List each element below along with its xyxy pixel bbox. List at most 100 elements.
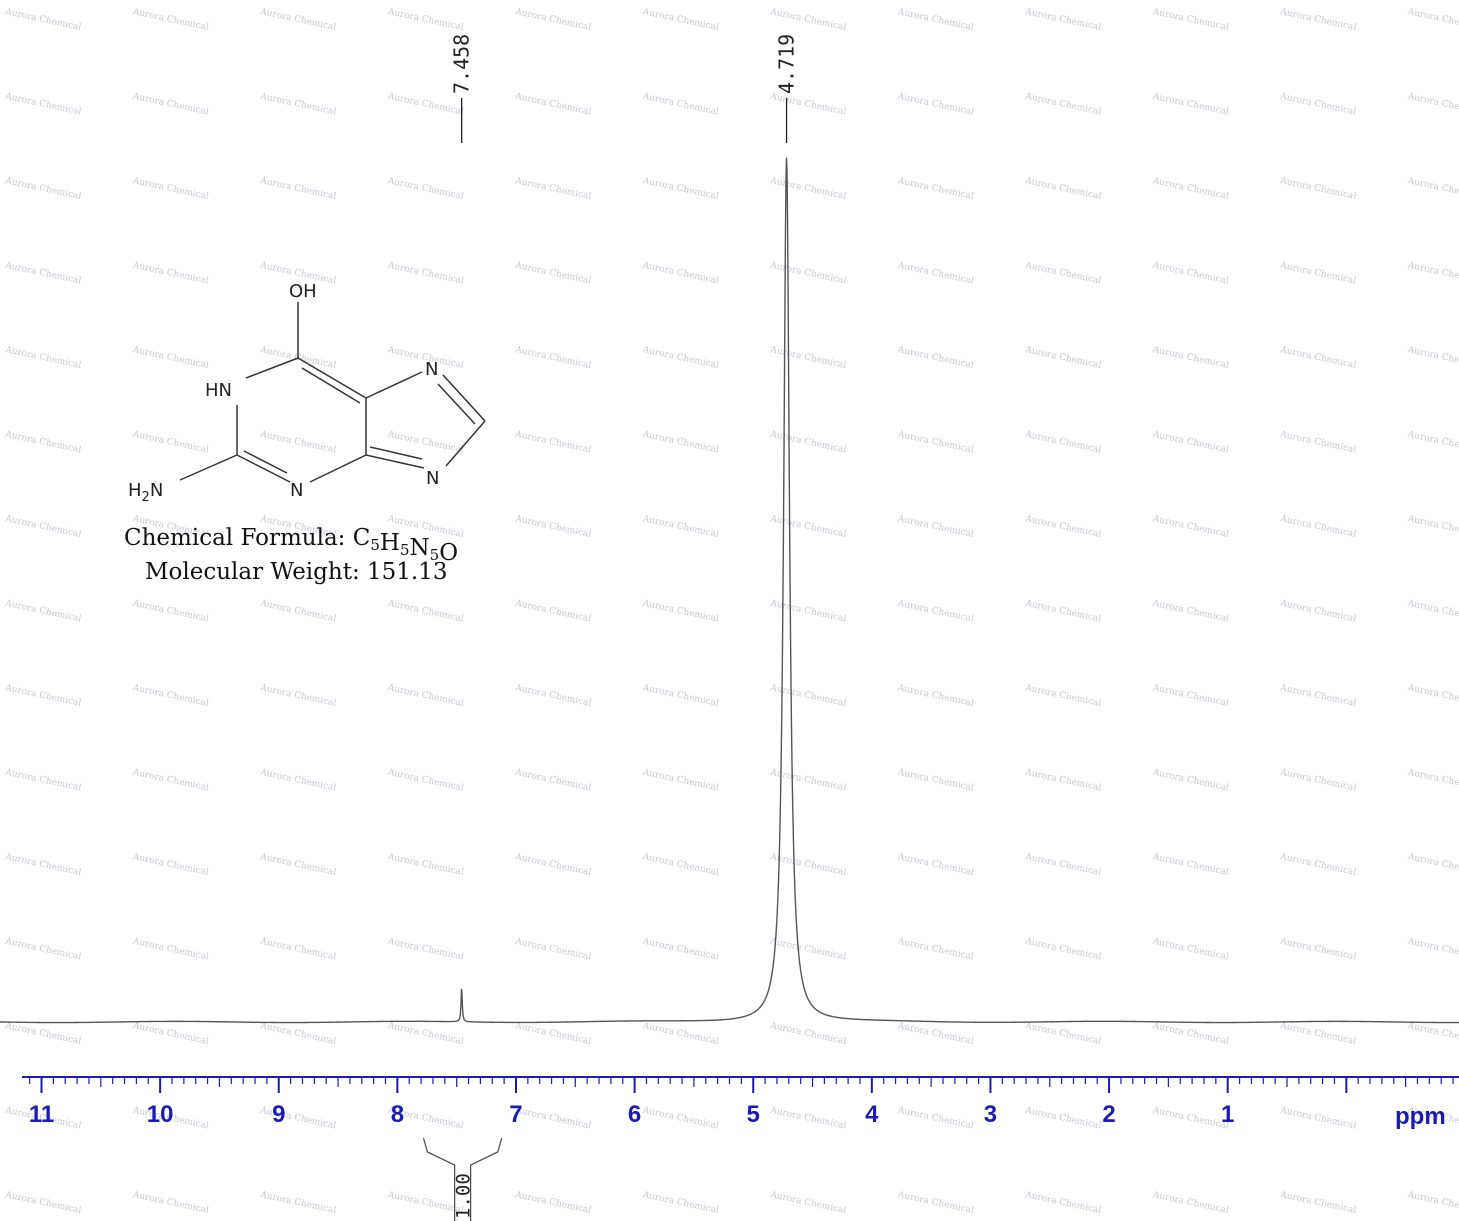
watermark-text: Aurora Chemical	[1278, 767, 1357, 793]
watermark-text: Aurora Chemical	[386, 936, 465, 962]
watermark-text: Aurora Chemical	[1023, 1190, 1102, 1216]
watermark-text: Aurora Chemical	[768, 429, 847, 455]
watermark-text: Aurora Chemical	[1023, 176, 1102, 202]
watermark-text: Aurora Chemical	[768, 683, 847, 709]
watermark-text: Aurora Chemical	[1023, 852, 1102, 878]
watermark-text: Aurora Chemical	[386, 7, 465, 33]
watermark-text: Aurora Chemical	[768, 345, 847, 371]
watermark-text: Aurora Chemical	[1151, 1190, 1230, 1216]
watermark-text: Aurora Chemical	[386, 429, 465, 455]
watermark-text: Aurora Chemical	[768, 176, 847, 202]
watermark-text: Aurora Chemical	[1406, 514, 1459, 540]
watermark-text: Aurora Chemical	[1023, 767, 1102, 793]
watermark-text: Aurora Chemical	[1151, 683, 1230, 709]
watermark-text: Aurora Chemical	[641, 260, 720, 286]
watermark-text: Aurora Chemical	[896, 598, 975, 624]
watermark-text: Aurora Chemical	[1151, 91, 1230, 117]
watermark-text: Aurora Chemical	[896, 7, 975, 33]
watermark-text: Aurora Chemical	[386, 598, 465, 624]
watermark-text: Aurora Chemical	[513, 345, 592, 371]
watermark-text: Aurora Chemical	[513, 7, 592, 33]
watermark-text: Aurora Chemical	[768, 852, 847, 878]
watermark-text: Aurora Chemical	[258, 767, 337, 793]
watermark-text: Aurora Chemical	[1278, 260, 1357, 286]
watermark-text: Aurora Chemical	[768, 514, 847, 540]
watermark-text: Aurora Chemical	[1151, 345, 1230, 371]
watermark-text: Aurora Chemical	[513, 852, 592, 878]
watermark-text: Aurora Chemical	[1406, 345, 1459, 371]
molecule-atom-labels: OH HN N N N H2N	[128, 281, 439, 505]
watermark-text: Aurora Chemical	[3, 91, 82, 117]
watermark-text: Aurora Chemical	[1023, 1105, 1102, 1131]
watermark-text: Aurora Chemical	[641, 345, 720, 371]
watermark-text: Aurora Chemical	[641, 1190, 720, 1216]
watermark-text: Aurora Chemical	[1278, 514, 1357, 540]
watermark-text: Aurora Chemical	[1278, 345, 1357, 371]
watermark-text: Aurora Chemical	[1151, 767, 1230, 793]
axis-ticks	[29, 1077, 1454, 1093]
watermark-text: Aurora Chemical	[386, 1021, 465, 1047]
watermark-text: Aurora Chemical	[3, 767, 82, 793]
integral-markers: 1.00	[422, 1137, 503, 1221]
watermark-text: Aurora Chemical	[896, 176, 975, 202]
peak-label-text: 7.458	[450, 34, 474, 94]
watermark-text: Aurora Chemical	[1406, 767, 1459, 793]
tick-label: 11	[29, 1101, 54, 1128]
tick-label: 6	[628, 1101, 641, 1128]
watermark-text: Aurora Chemical	[896, 91, 975, 117]
tick-label: 8	[391, 1101, 404, 1128]
watermark-text: Aurora Chemical	[1278, 1190, 1357, 1216]
watermark-text: Aurora Chemical	[1151, 1021, 1230, 1047]
watermark-text: Aurora Chemical	[258, 7, 337, 33]
watermark-text: Aurora Chemical	[641, 767, 720, 793]
integral-value: 1.00	[453, 1173, 475, 1219]
watermark-text: Aurora Chemical	[1406, 91, 1459, 117]
watermark-text: Aurora Chemical	[768, 598, 847, 624]
watermark-text: Aurora Chemical	[258, 598, 337, 624]
watermark-text: Aurora Chemical	[1023, 1021, 1102, 1047]
watermark-text: Aurora Chemical	[1278, 598, 1357, 624]
watermark-text: Aurora Chemical	[131, 852, 210, 878]
watermark-text: Aurora Chemical	[131, 683, 210, 709]
watermark-text: Aurora Chemical	[1023, 598, 1102, 624]
atom-oh: OH	[289, 281, 317, 302]
watermark-text: Aurora Chemical	[641, 1021, 720, 1047]
watermark-text: Aurora Chemical	[386, 683, 465, 709]
watermark-text: Aurora Chemical	[1151, 598, 1230, 624]
watermark-text: Aurora Chemical	[513, 1105, 592, 1131]
watermark-text: Aurora Chemical	[386, 260, 465, 286]
watermark-text: Aurora Chemical	[1278, 852, 1357, 878]
watermark-text: Aurora Chemical	[131, 767, 210, 793]
atom-n9: N	[426, 468, 439, 489]
watermark-text: Aurora Chemical	[513, 936, 592, 962]
watermark-text: Aurora Chemical	[513, 91, 592, 117]
watermark-text: Aurora Chemical	[513, 683, 592, 709]
watermark-text: Aurora Chemical	[896, 936, 975, 962]
watermark-text: Aurora Chemical	[896, 852, 975, 878]
tick-label: 4	[865, 1101, 879, 1128]
watermark-text: Aurora Chemical	[896, 345, 975, 371]
watermark-text: Aurora Chemical	[3, 683, 82, 709]
watermark-text: Aurora Chemical	[258, 852, 337, 878]
watermark-text: Aurora Chemical	[131, 598, 210, 624]
watermark-text: Aurora Chemical	[386, 767, 465, 793]
watermark-text: Aurora Chemical	[1151, 260, 1230, 286]
watermark-text: Aurora Chemical	[1406, 683, 1459, 709]
watermark-text: Aurora Chemical	[258, 429, 337, 455]
watermark-text: Aurora Chemical	[258, 91, 337, 117]
watermark-text: Aurora Chemical	[131, 7, 210, 33]
watermark-text: Aurora Chemical	[1151, 429, 1230, 455]
watermark-text: Aurora Chemical	[513, 1021, 592, 1047]
watermark-text: Aurora Chemical	[3, 7, 82, 33]
watermark-text: Aurora Chemical	[768, 7, 847, 33]
watermark-text: Aurora Chemical	[513, 767, 592, 793]
watermark-text: Aurora Chemical	[131, 936, 210, 962]
watermark-text: Aurora Chemical	[1023, 345, 1102, 371]
watermark-text: Aurora Chemical	[386, 176, 465, 202]
watermark-text: Aurora Chemical	[641, 598, 720, 624]
watermark-text: Aurora Chemical	[641, 429, 720, 455]
watermark-text: Aurora Chemical	[896, 1105, 975, 1131]
watermark-text: Aurora Chemical	[3, 176, 82, 202]
watermark-text: Aurora Chemical	[513, 514, 592, 540]
